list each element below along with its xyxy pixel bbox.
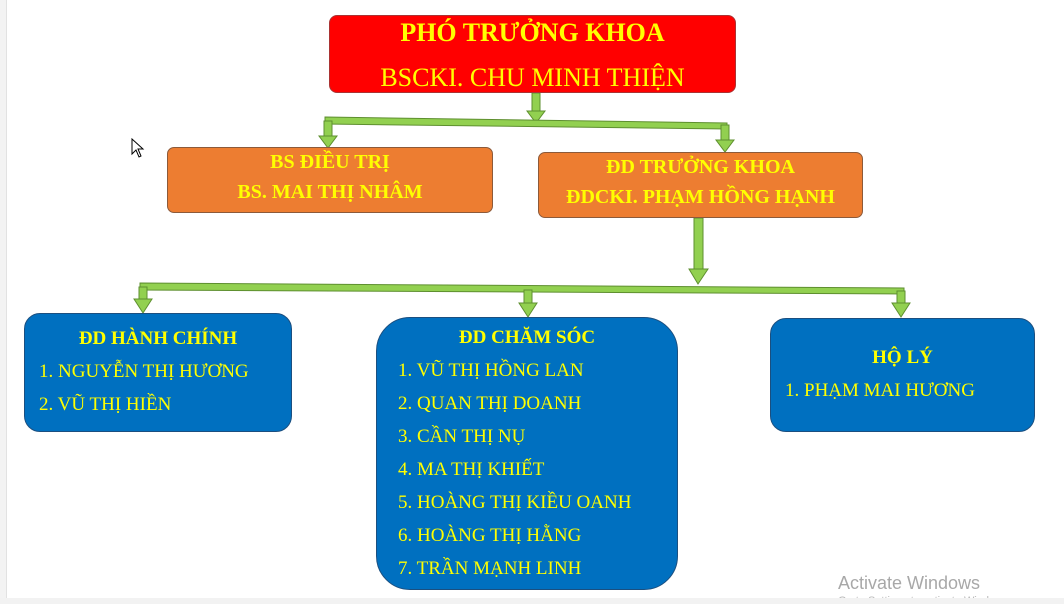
connector-orderly-arrow [891, 302, 911, 318]
care-nurse-member: 3. CẦN THỊ NỤ [398, 426, 526, 447]
mouse-pointer-icon [131, 138, 145, 158]
care-nurse-member: 4. MA THỊ KHIẾT [398, 459, 545, 480]
orderly-box: HỘ LÝ 1. PHẠM MAI HƯƠNG [770, 318, 1035, 432]
deputy-head-title: PHÓ TRƯỞNG KHOA [400, 18, 665, 47]
connector-top-stem [531, 92, 541, 113]
window-left-border [0, 0, 7, 604]
deputy-head-box: PHÓ TRƯỞNG KHOA BSCKI. CHU MINH THIỆN [329, 15, 736, 93]
admin-nurse-member: 1. NGUYỄN THỊ HƯƠNG [39, 361, 249, 382]
connector-top-stem-arrow [526, 110, 546, 124]
connector-doctor-arrow [318, 135, 338, 149]
connector-care-arrow [518, 302, 538, 318]
care-nurse-box: ĐD CHĂM SÓC 1. VŨ THỊ HỒNG LAN 2. QUAN T… [376, 317, 678, 590]
connector-doctor-drop [323, 120, 333, 139]
care-nurse-member: 5. HOÀNG THỊ KIỀU OANH [398, 492, 632, 513]
orderly-member: 1. PHẠM MAI HƯƠNG [785, 380, 975, 401]
head-nurse-name: ĐDCKI. PHẠM HỒNG HẠNH [566, 186, 835, 208]
connector-headnurse-arrow [715, 139, 735, 153]
connector-headnurse-drop [720, 124, 730, 143]
attending-doctor-title: BS ĐIỀU TRỊ [270, 151, 390, 173]
care-nurse-member: 6. HOÀNG THỊ HẰNG [398, 525, 582, 546]
admin-nurse-member: 2. VŨ THỊ HIỀN [39, 394, 172, 415]
care-nurse-member: 2. QUAN THỊ DOANH [398, 393, 582, 414]
care-nurse-member: 1. VŨ THỊ HỒNG LAN [398, 360, 584, 381]
attending-doctor-box: BS ĐIỀU TRỊ BS. MAI THỊ NHÂM [167, 147, 493, 213]
connector-headnurse-stem [693, 217, 704, 272]
deputy-head-name: BSCKI. CHU MINH THIỆN [380, 63, 685, 92]
head-nurse-box: ĐD TRƯỞNG KHOA ĐDCKI. PHẠM HỒNG HẠNH [538, 152, 863, 218]
connector-admin-arrow [133, 298, 153, 314]
activate-windows-watermark: Activate Windows [838, 573, 981, 593]
connector-top-bar [324, 116, 728, 130]
orderly-title: HỘ LÝ [872, 347, 933, 368]
care-nurse-title: ĐD CHĂM SÓC [458, 327, 596, 348]
connector-team-bar [139, 282, 905, 295]
care-nurse-member: 7. TRẦN MẠNH LINH [398, 558, 582, 579]
attending-doctor-name: BS. MAI THỊ NHÂM [237, 181, 423, 203]
admin-nurse-title: ĐD HÀNH CHÍNH [78, 328, 238, 349]
head-nurse-title: ĐD TRƯỞNG KHOA [606, 156, 795, 178]
admin-nurse-box: ĐD HÀNH CHÍNH 1. NGUYỄN THỊ HƯƠNG 2. VŨ … [24, 313, 292, 432]
connector-headnurse-stem-arrow [688, 268, 709, 285]
window-bottom-strip [0, 598, 1064, 604]
